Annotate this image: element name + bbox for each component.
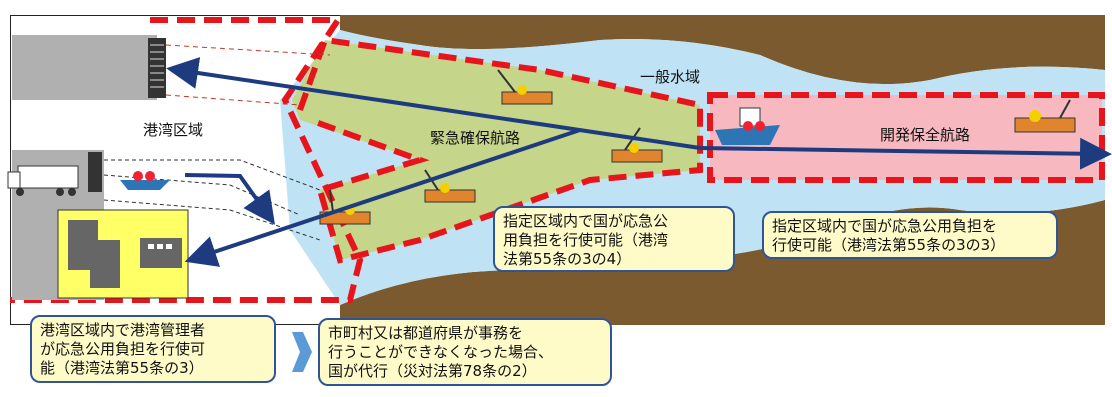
land-top — [340, 15, 1105, 85]
truck-icon — [7, 165, 79, 196]
ship-icon — [120, 171, 170, 190]
navigation-arrows — [166, 57, 1112, 267]
factory-icon — [57, 209, 189, 299]
callout-designated-emergency: 指定区域内で国が応急公 用負担を行使可能（港湾 法第55条の3の4） — [493, 206, 735, 272]
warehouse-guide-lines — [165, 44, 331, 106]
ship-icon — [715, 107, 780, 145]
label-development-route: 開発保全航路 — [880, 126, 970, 144]
building-shutter — [88, 152, 102, 192]
callout-designated-development: 指定区域内で国が応急公用負担を 行使可能（港湾法第55条の3の3） — [762, 211, 1058, 259]
crane-barge-icon — [1014, 99, 1076, 133]
warehouse-icon — [12, 35, 166, 100]
crane-barge-icon — [424, 169, 476, 203]
crane-barge-icon — [497, 69, 553, 105]
chevron-right-icon — [292, 332, 312, 372]
label-general-water: 一般水域 — [640, 68, 700, 86]
emergency-zone — [292, 40, 700, 260]
callout-national-substitute: 市町村又は都道府県が事務を 行うことができなくなった場合、 国が代行（災対法第7… — [318, 318, 612, 386]
development-zone — [710, 95, 1102, 180]
zone-borders — [10, 17, 1105, 303]
label-emergency-route: 緊急確保航路 — [430, 129, 520, 147]
label-port-area: 港湾区域 — [143, 121, 203, 139]
callout-port-manager: 港湾区域内で港湾管理者 が応急公用負担を行使可 能（港湾法第55条の3） — [30, 315, 276, 383]
